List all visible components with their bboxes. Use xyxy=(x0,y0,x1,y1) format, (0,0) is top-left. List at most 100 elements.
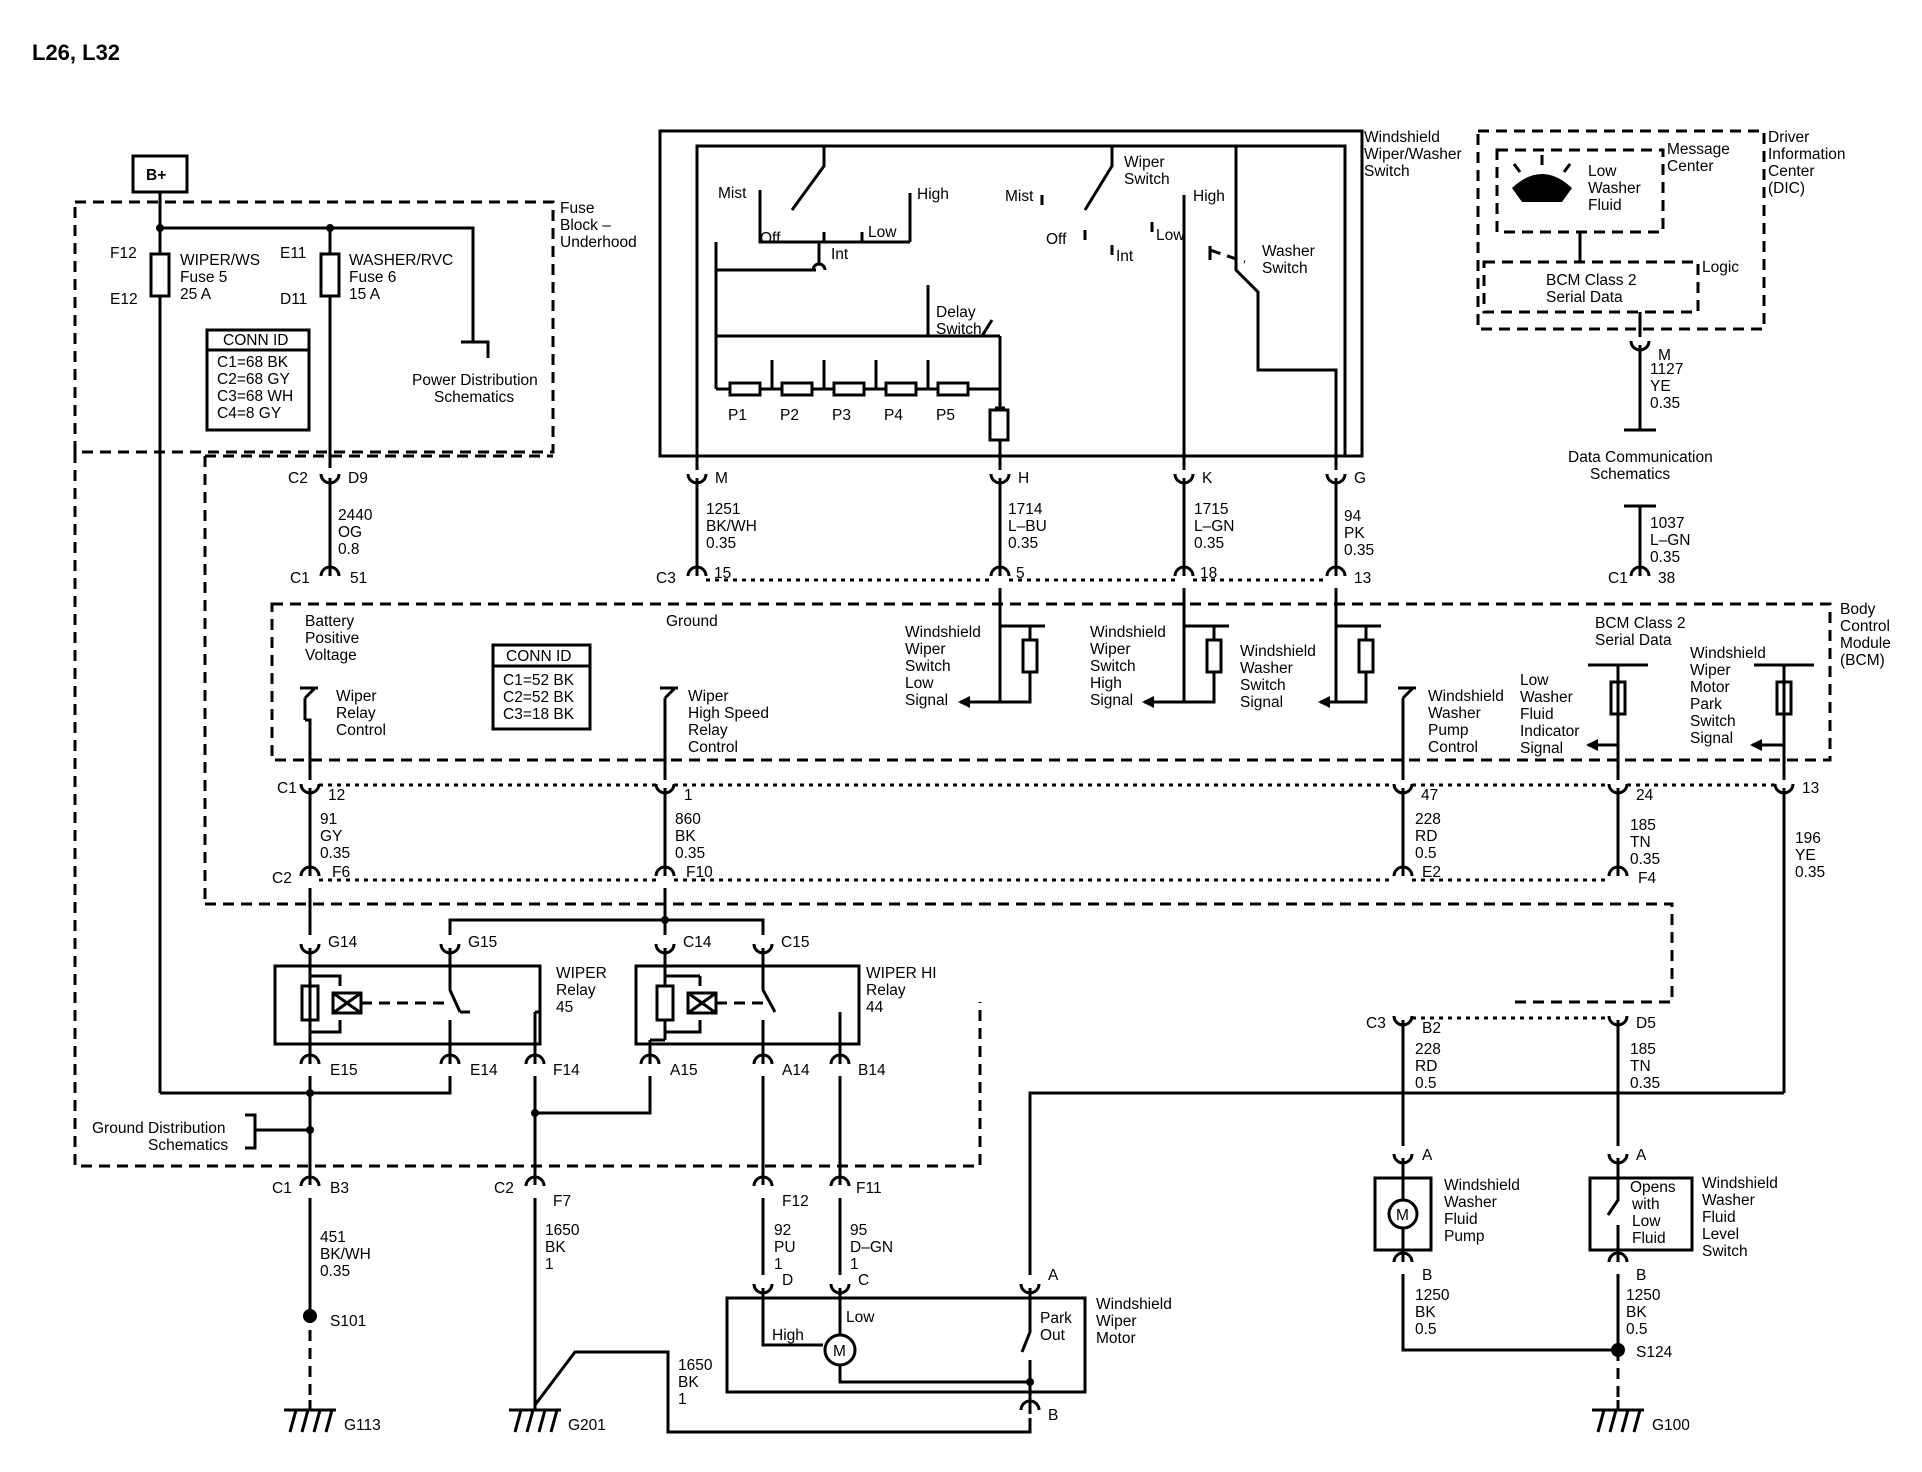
svg-text:E14: E14 xyxy=(470,1062,498,1079)
svg-text:Wiper: Wiper xyxy=(1096,1313,1136,1330)
svg-text:Wiper: Wiper xyxy=(905,641,945,658)
svg-text:Wiper/Washer: Wiper/Washer xyxy=(1364,146,1462,163)
svg-text:High: High xyxy=(917,186,949,203)
fuse-5: F12 E12 WIPER/WS Fuse 5 25 A xyxy=(110,228,260,1093)
svg-text:Windshield: Windshield xyxy=(905,624,981,641)
fuse-block: Fuse Block – Underhood xyxy=(73,200,637,454)
motor-symbol: M xyxy=(833,1343,846,1360)
svg-text:0.5: 0.5 xyxy=(1415,845,1437,862)
svg-text:BK: BK xyxy=(545,1239,566,1256)
svg-text:1250: 1250 xyxy=(1415,1287,1450,1304)
svg-text:G14: G14 xyxy=(328,934,358,951)
svg-text:0.35: 0.35 xyxy=(1795,864,1825,881)
svg-text:Washer: Washer xyxy=(1588,180,1641,197)
svg-text:Washer: Washer xyxy=(1240,660,1293,677)
svg-text:1650: 1650 xyxy=(545,1222,580,1239)
svg-text:B: B xyxy=(1636,1267,1646,1284)
svg-text:C1: C1 xyxy=(277,780,297,797)
svg-text:Serial Data: Serial Data xyxy=(1595,632,1672,649)
svg-text:0.5: 0.5 xyxy=(1415,1075,1437,1092)
svg-text:D5: D5 xyxy=(1636,1015,1656,1032)
svg-text:BCM Class 2: BCM Class 2 xyxy=(1595,615,1685,632)
svg-text:RD: RD xyxy=(1415,828,1437,845)
svg-text:G: G xyxy=(1354,470,1366,487)
svg-text:Signal: Signal xyxy=(1090,692,1133,709)
svg-text:Wiper: Wiper xyxy=(1090,641,1130,658)
fuse-block-title-3: Underhood xyxy=(560,234,637,251)
svg-text:Relay: Relay xyxy=(336,705,376,722)
svg-text:Wiper: Wiper xyxy=(1690,662,1730,679)
svg-text:D: D xyxy=(782,1272,793,1289)
svg-text:F11: F11 xyxy=(856,1180,882,1197)
svg-text:BK: BK xyxy=(1626,1304,1647,1321)
svg-text:228: 228 xyxy=(1415,811,1441,828)
svg-text:Ground: Ground xyxy=(666,613,718,630)
svg-text:Module: Module xyxy=(1840,635,1891,652)
svg-text:Body: Body xyxy=(1840,601,1876,618)
svg-text:C14: C14 xyxy=(683,934,712,951)
svg-text:Windshield: Windshield xyxy=(1690,645,1766,662)
svg-text:F14: F14 xyxy=(553,1062,580,1079)
fuse-conn-id-table: CONN ID C1=68 BK C2=68 GY C3=68 WH C4=8 … xyxy=(205,328,311,432)
svg-text:Low: Low xyxy=(868,224,897,241)
svg-text:Fuse 6: Fuse 6 xyxy=(349,269,396,286)
svg-text:M: M xyxy=(1658,347,1671,364)
svg-text:Windshield: Windshield xyxy=(1240,643,1316,660)
svg-text:Serial Data: Serial Data xyxy=(1546,289,1623,306)
svg-text:0.35: 0.35 xyxy=(675,845,705,862)
svg-text:A14: A14 xyxy=(782,1062,810,1079)
svg-text:15: 15 xyxy=(714,565,731,582)
svg-text:Relay: Relay xyxy=(688,722,728,739)
svg-text:B2: B2 xyxy=(1422,1020,1441,1037)
svg-text:L–GN: L–GN xyxy=(1194,518,1235,535)
svg-text:18: 18 xyxy=(1200,565,1217,582)
svg-text:1: 1 xyxy=(684,787,693,804)
svg-text:Mist: Mist xyxy=(718,185,747,202)
svg-text:Low: Low xyxy=(1632,1213,1661,1230)
svg-text:228: 228 xyxy=(1415,1041,1441,1058)
svg-text:C1=68 BK: C1=68 BK xyxy=(217,354,289,371)
svg-text:Low: Low xyxy=(846,1309,875,1326)
svg-text:C2=52 BK: C2=52 BK xyxy=(503,689,575,706)
svg-text:Control: Control xyxy=(688,739,738,756)
svg-text:Relay: Relay xyxy=(556,982,596,999)
svg-text:Fluid: Fluid xyxy=(1702,1209,1736,1226)
svg-text:Wiper: Wiper xyxy=(1124,154,1164,171)
fuse-block-title-2: Block – xyxy=(560,217,611,234)
svg-text:24: 24 xyxy=(1636,787,1654,804)
svg-text:B14: B14 xyxy=(858,1062,886,1079)
svg-text:Positive: Positive xyxy=(305,630,359,647)
svg-text:Pump: Pump xyxy=(1428,722,1469,739)
battery-terminal: B+ xyxy=(131,154,189,194)
svg-text:Fluid: Fluid xyxy=(1588,197,1622,214)
svg-text:with: with xyxy=(1631,1196,1660,1213)
washer-fluid-icon xyxy=(1512,155,1572,202)
svg-text:C3: C3 xyxy=(656,570,676,587)
svg-text:High: High xyxy=(1193,188,1225,205)
svg-text:C4=8 GY: C4=8 GY xyxy=(217,405,281,422)
svg-text:47: 47 xyxy=(1421,787,1438,804)
svg-text:C: C xyxy=(858,1272,869,1289)
power-dist-label-1: Power Distribution xyxy=(412,372,538,389)
wiper-hi-relay: C14 C15 WIPER HI Relay 44 A15 A14 B14 xyxy=(634,934,937,1079)
svg-text:13: 13 xyxy=(1354,570,1371,587)
svg-text:Windshield: Windshield xyxy=(1090,624,1166,641)
svg-text:C2: C2 xyxy=(494,1180,514,1197)
svg-text:Washer: Washer xyxy=(1262,243,1315,260)
svg-text:E2: E2 xyxy=(1422,864,1441,881)
svg-text:0.35: 0.35 xyxy=(706,535,736,552)
svg-text:0.35: 0.35 xyxy=(1008,535,1038,552)
svg-text:TN: TN xyxy=(1630,1058,1651,1075)
svg-text:1650: 1650 xyxy=(678,1357,713,1374)
svg-text:BK/WH: BK/WH xyxy=(706,518,757,535)
driver-info-center: Driver Information Center (DIC) Message … xyxy=(1476,129,1846,337)
svg-text:Low: Low xyxy=(1156,227,1185,244)
svg-text:1: 1 xyxy=(545,1256,554,1273)
svg-text:Switch: Switch xyxy=(1690,713,1736,730)
svg-text:1037: 1037 xyxy=(1650,515,1684,532)
svg-text:Center: Center xyxy=(1667,158,1714,175)
svg-text:(BCM): (BCM) xyxy=(1840,652,1885,669)
svg-text:185: 185 xyxy=(1630,817,1656,834)
svg-text:D9: D9 xyxy=(348,470,368,487)
